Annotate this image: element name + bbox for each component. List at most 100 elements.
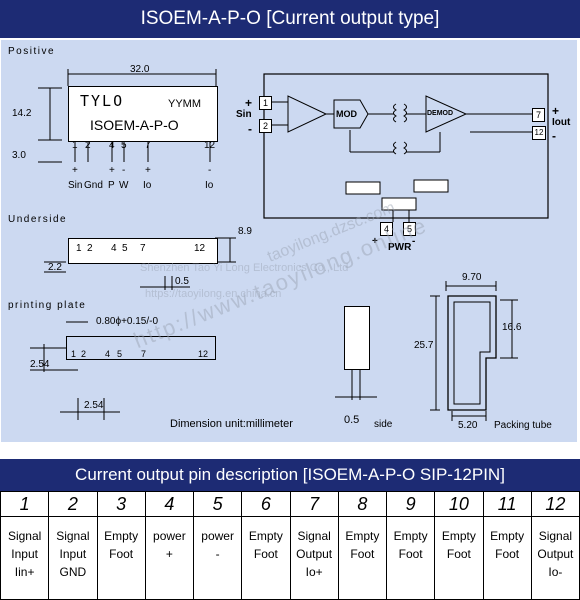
pin-desc-line: GND: [59, 565, 87, 579]
pin-desc-line: Foot: [109, 547, 134, 561]
pin-box-12: 12: [532, 126, 546, 140]
pin-name: W: [119, 180, 129, 191]
pin-number: 12: [204, 140, 216, 151]
plate-pin: 7: [141, 349, 147, 359]
dim-tube-width: 9.70: [462, 272, 482, 283]
pin-desc-line: power: [153, 529, 186, 543]
drawing-lines: [30, 69, 549, 421]
pin-desc-number: 2: [48, 491, 98, 517]
plate-pin: 2: [81, 349, 87, 359]
section-positive: Positive: [8, 46, 56, 57]
printing-plate-outline: [66, 336, 216, 360]
pin-number: 5: [121, 140, 127, 151]
pin-desc-line: Output: [296, 547, 333, 561]
dim-tube-inner: 16.6: [502, 322, 522, 333]
pin-number: 1: [72, 140, 78, 151]
underside-pin: 5: [122, 243, 128, 254]
pin-desc-function: power -: [192, 516, 243, 600]
pin-desc-line: Input: [59, 547, 87, 561]
watermark-url-1: https://taoyilong.en.china.cn: [145, 288, 282, 300]
pin-box-7: 7: [532, 108, 545, 122]
pin-name: Io: [205, 180, 214, 191]
dim-tube-base: 5.20: [458, 420, 478, 431]
dim-side-width: 0.5: [344, 414, 360, 426]
pin-name: Io: [143, 180, 152, 191]
pin-desc-line: Signal: [538, 529, 573, 543]
pin-desc-number: 8: [337, 491, 388, 517]
dim-height: 14.2: [12, 108, 32, 119]
output-minus-sign: -: [552, 129, 556, 143]
pin-desc-line: Empty: [441, 529, 476, 543]
dim-row-pitch: 2.54: [30, 359, 50, 370]
model-text: ISOEM-A-P-O: [90, 117, 179, 133]
output-plus-sign: +: [552, 104, 560, 118]
pin-number: 7: [145, 140, 151, 151]
module-underside-view: [68, 238, 218, 264]
pin-desc-line: power: [201, 529, 234, 543]
demod-label: DEMOD: [427, 110, 454, 117]
input-minus-sign: -: [248, 122, 252, 136]
pin-desc-line: Foot: [398, 547, 423, 561]
dim-hole-spec: 0.80ϕ+0.15/-0: [96, 316, 159, 327]
underside-pin: 2: [87, 243, 93, 254]
section-printing-plate: printing plate: [8, 300, 87, 311]
dim-pin-len: 3.0: [12, 150, 26, 161]
module-positive-view: [68, 86, 218, 142]
pin-desc-line: Signal: [7, 529, 42, 543]
pin-box-4: 4: [380, 222, 393, 236]
pin-desc-line: Foot: [446, 547, 471, 561]
pin-desc-line: Output: [537, 547, 574, 561]
dim-tube-height: 25.7: [414, 340, 434, 351]
module-side-view: [344, 306, 370, 370]
pin-sign: -: [122, 165, 126, 176]
pin-desc-line: Empty: [345, 529, 380, 543]
pin-name: P: [108, 180, 115, 191]
pin-description-title: Current output pin description [ISOEM-A-…: [75, 465, 505, 484]
dimension-unit-note: Dimension unit:millimeter: [170, 418, 293, 430]
watermark-company: Shenzhen Tao Yi Long Electronics Co., Lt…: [140, 262, 349, 274]
plate-pin: 12: [198, 349, 209, 359]
pwr-minus-sign: -: [412, 236, 416, 247]
pin-desc-line: Foot: [495, 547, 520, 561]
pin-desc-number: 4: [144, 491, 195, 517]
pin-desc-number: 5: [192, 491, 243, 517]
packing-tube-label: Packing tube: [494, 420, 552, 431]
sin-label: Sin: [236, 109, 252, 120]
pin-sign: +: [109, 165, 115, 176]
pwr-plus-sign: +: [372, 236, 378, 247]
pin-desc-line: Empty: [393, 529, 428, 543]
pin-desc-number: 1: [0, 491, 50, 517]
pin-desc-line: Empty: [490, 529, 525, 543]
plate-pin: 4: [105, 349, 111, 359]
pin-desc-number: 9: [385, 491, 436, 517]
pin-box-1: 1: [259, 96, 272, 110]
pin-desc-line: Io-: [548, 565, 563, 579]
dim-pin-width: 2.2: [48, 262, 62, 273]
pin-number: 2: [85, 140, 91, 151]
pin-desc-line: Empty: [104, 529, 139, 543]
pin-desc-line: Iin+: [14, 565, 35, 579]
dim-length: 32.0: [130, 64, 150, 75]
mod-label: MOD: [336, 109, 357, 119]
underside-pin: 7: [140, 243, 146, 254]
pin-description-title-banner: Current output pin description [ISOEM-A-…: [0, 459, 580, 491]
plate-pin: 1: [71, 349, 77, 359]
plate-pin: 5: [117, 349, 123, 359]
pin-desc-number: 11: [482, 491, 532, 517]
pin-desc-line: -: [215, 547, 220, 561]
pin-desc-function: power +: [144, 516, 195, 600]
pin-desc-line: +: [165, 547, 173, 561]
underside-pin: 1: [76, 243, 82, 254]
iout-label: Iout: [552, 117, 571, 128]
pin-desc-number: 10: [434, 491, 484, 517]
